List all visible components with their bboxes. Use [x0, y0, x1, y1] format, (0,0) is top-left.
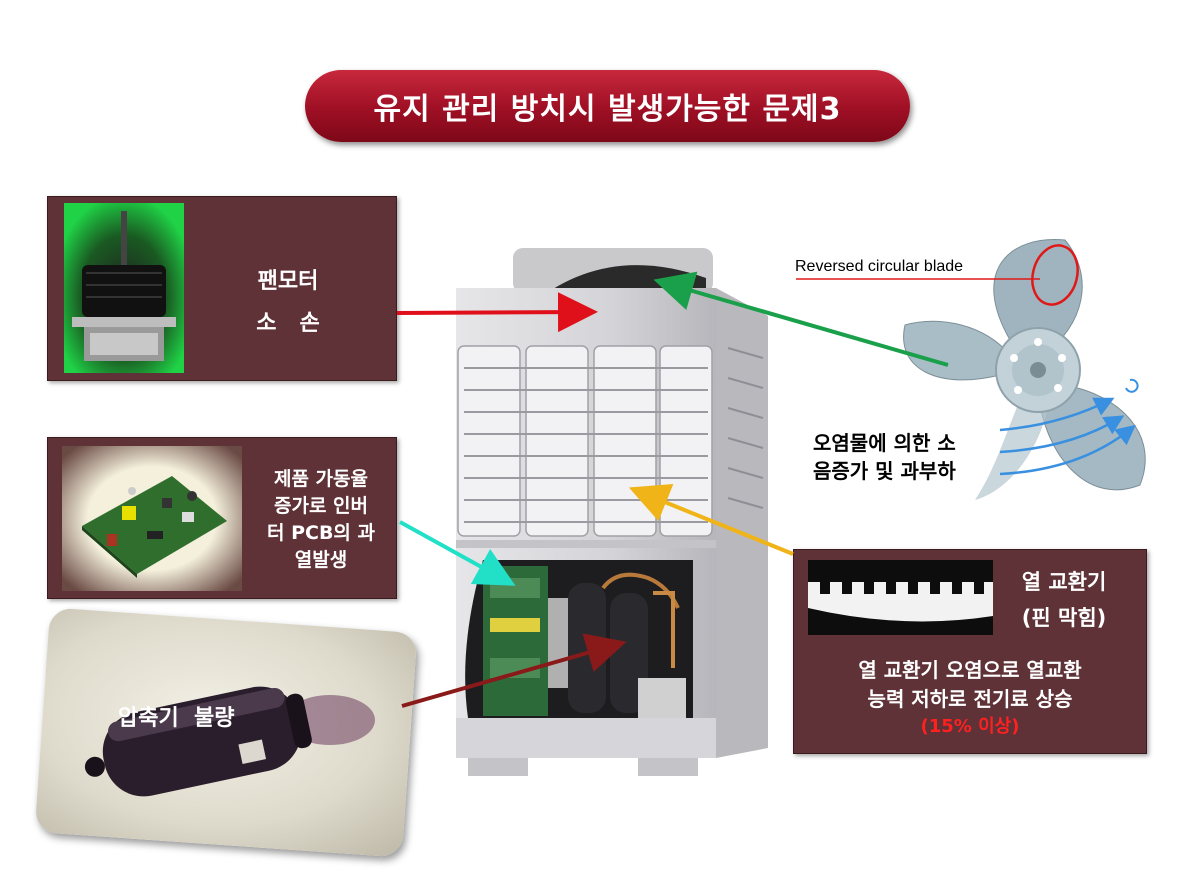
pcb-label-3: 터 PCB의 과 [266, 522, 376, 544]
pcb-label-4: 열발생 [294, 549, 348, 571]
fin-closeup-photo [808, 560, 993, 635]
heat-exchanger-highlight: (15% 이상) [920, 716, 1020, 737]
page-title: 유지 관리 방치시 발생가능한 문제3 [373, 92, 842, 127]
fan-blade-note-2: 음증가 및 과부하 [813, 459, 956, 483]
pcb-label-2: 증가로 인버 [273, 495, 368, 517]
heat-exchanger-box: 열 교환기 (핀 막힘) 열 교환기 오염으로 열교환 능력 저하로 전기료 상… [793, 549, 1147, 754]
pcb-label-1: 제품 가동율 [273, 468, 368, 490]
fan-motor-box: 팬모터 소 손 [47, 196, 397, 381]
fan-motor-label-2: 소 손 [256, 311, 320, 336]
compressor-label: 압축기 불량 [118, 706, 235, 731]
title-banner: 유지 관리 방치시 발생가능한 문제3 [305, 70, 910, 142]
fan-motor-label-1: 팬모터 [257, 269, 319, 294]
compressor-photo [84, 686, 375, 797]
heat-exchanger-desc-2: 능력 저하로 전기료 상승 [867, 687, 1073, 711]
pcb-box: 제품 가동율 증가로 인버 터 PCB의 과 열발생 [47, 437, 397, 599]
pcb-photo [62, 446, 242, 591]
heat-exchanger-title: 열 교환기 [1021, 570, 1107, 594]
reversed-blade-callout: Reversed circular blade [795, 258, 964, 275]
heat-exchanger-subtitle: (핀 막힘) [1021, 606, 1107, 630]
fan-blade-note-1: 오염물에 의한 소 [813, 431, 956, 455]
heat-exchanger-desc-1: 열 교환기 오염으로 열교환 [858, 658, 1082, 682]
outdoor-unit-illustration [456, 248, 768, 776]
fan-motor-photo [64, 203, 184, 373]
